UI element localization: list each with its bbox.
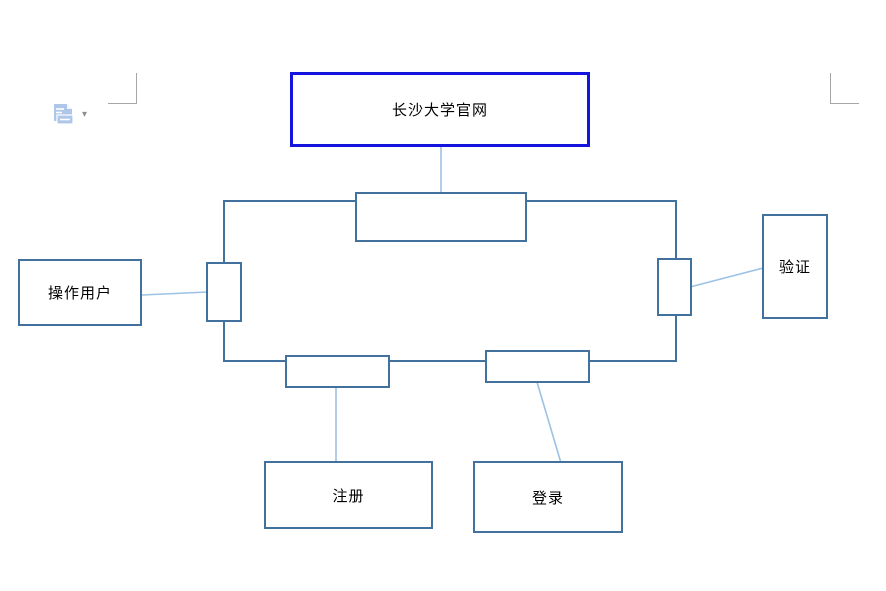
node-operating-user-label: 操作用户 <box>47 285 112 302</box>
node-verify[interactable]: 验证 <box>762 214 828 319</box>
connector-line-loop-to-login[interactable] <box>536 381 562 464</box>
page-corner-mark-top-right <box>830 73 859 104</box>
connector-rect-top[interactable] <box>355 192 527 242</box>
connector-rect-right[interactable] <box>657 258 692 316</box>
connector-line-loop-to-verify[interactable] <box>689 267 764 288</box>
node-register[interactable]: 注册 <box>264 461 433 529</box>
page-corner-mark-top-left <box>108 73 137 104</box>
node-university-site[interactable]: 长沙大学官网 <box>290 72 590 147</box>
node-operating-user[interactable]: 操作用户 <box>18 259 142 326</box>
paste-options-button[interactable]: ▾ <box>52 102 94 132</box>
connector-rect-bottom-right[interactable] <box>485 350 590 383</box>
node-register-label: 注册 <box>332 487 365 505</box>
connector-rect-bottom-left[interactable] <box>285 355 390 388</box>
node-verify-label: 验证 <box>778 259 811 276</box>
node-university-site-label: 长沙大学官网 <box>391 102 488 119</box>
node-login[interactable]: 登录 <box>473 461 623 533</box>
paste-options-icon <box>52 102 78 135</box>
chevron-down-icon: ▾ <box>82 109 88 120</box>
connector-rect-left[interactable] <box>206 262 242 322</box>
connector-line-user-to-loop[interactable] <box>141 291 209 296</box>
node-login-label: 登录 <box>531 489 564 507</box>
